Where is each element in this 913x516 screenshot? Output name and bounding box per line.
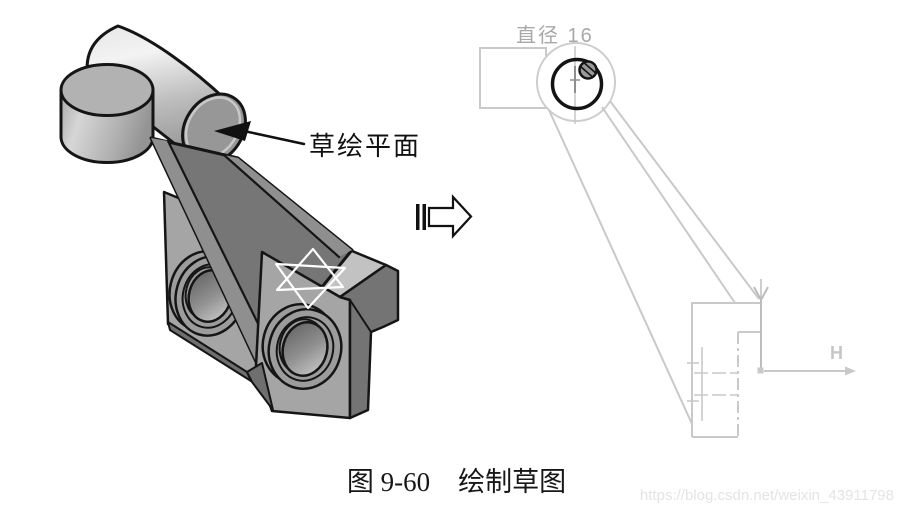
h-axis: [757, 366, 856, 376]
dimension-label: 直径 16: [516, 25, 594, 47]
model-3d-part: [59, 24, 400, 420]
figure-caption: 图 9-60 绘制草图: [0, 460, 913, 499]
ghost-arm-edge-right: [609, 100, 760, 300]
ghost-boss-rect: [479, 47, 547, 109]
ghost-arm-edge-mid: [601, 106, 736, 304]
base-junction-facet: [246, 362, 274, 411]
transition-arrow-icon: [416, 194, 473, 239]
watermark-url: https://blog.csdn.net/weixin_43911798: [639, 487, 894, 504]
sketch-plane-label: 草绘平面: [309, 132, 422, 161]
lower-counterbore-hole: [261, 303, 343, 390]
sketcher-view: [479, 42, 856, 438]
v-axis: [753, 279, 769, 371]
sketch-star-symbol: [274, 247, 347, 310]
small-cylinder-top: [59, 63, 155, 117]
ghost-arm-edge-left: [548, 109, 693, 425]
ghost-hole-hidden-lines: [687, 347, 737, 421]
figure-number: 图 9-60: [346, 467, 431, 497]
block-right-side: [338, 263, 400, 420]
h-axis-label: H: [830, 343, 843, 363]
sketch-circle-d16: [550, 57, 604, 111]
sketch-plane-arrow: [214, 121, 306, 146]
reference-point-marker: [578, 60, 598, 80]
figure-title: 绘制草图: [458, 467, 567, 497]
